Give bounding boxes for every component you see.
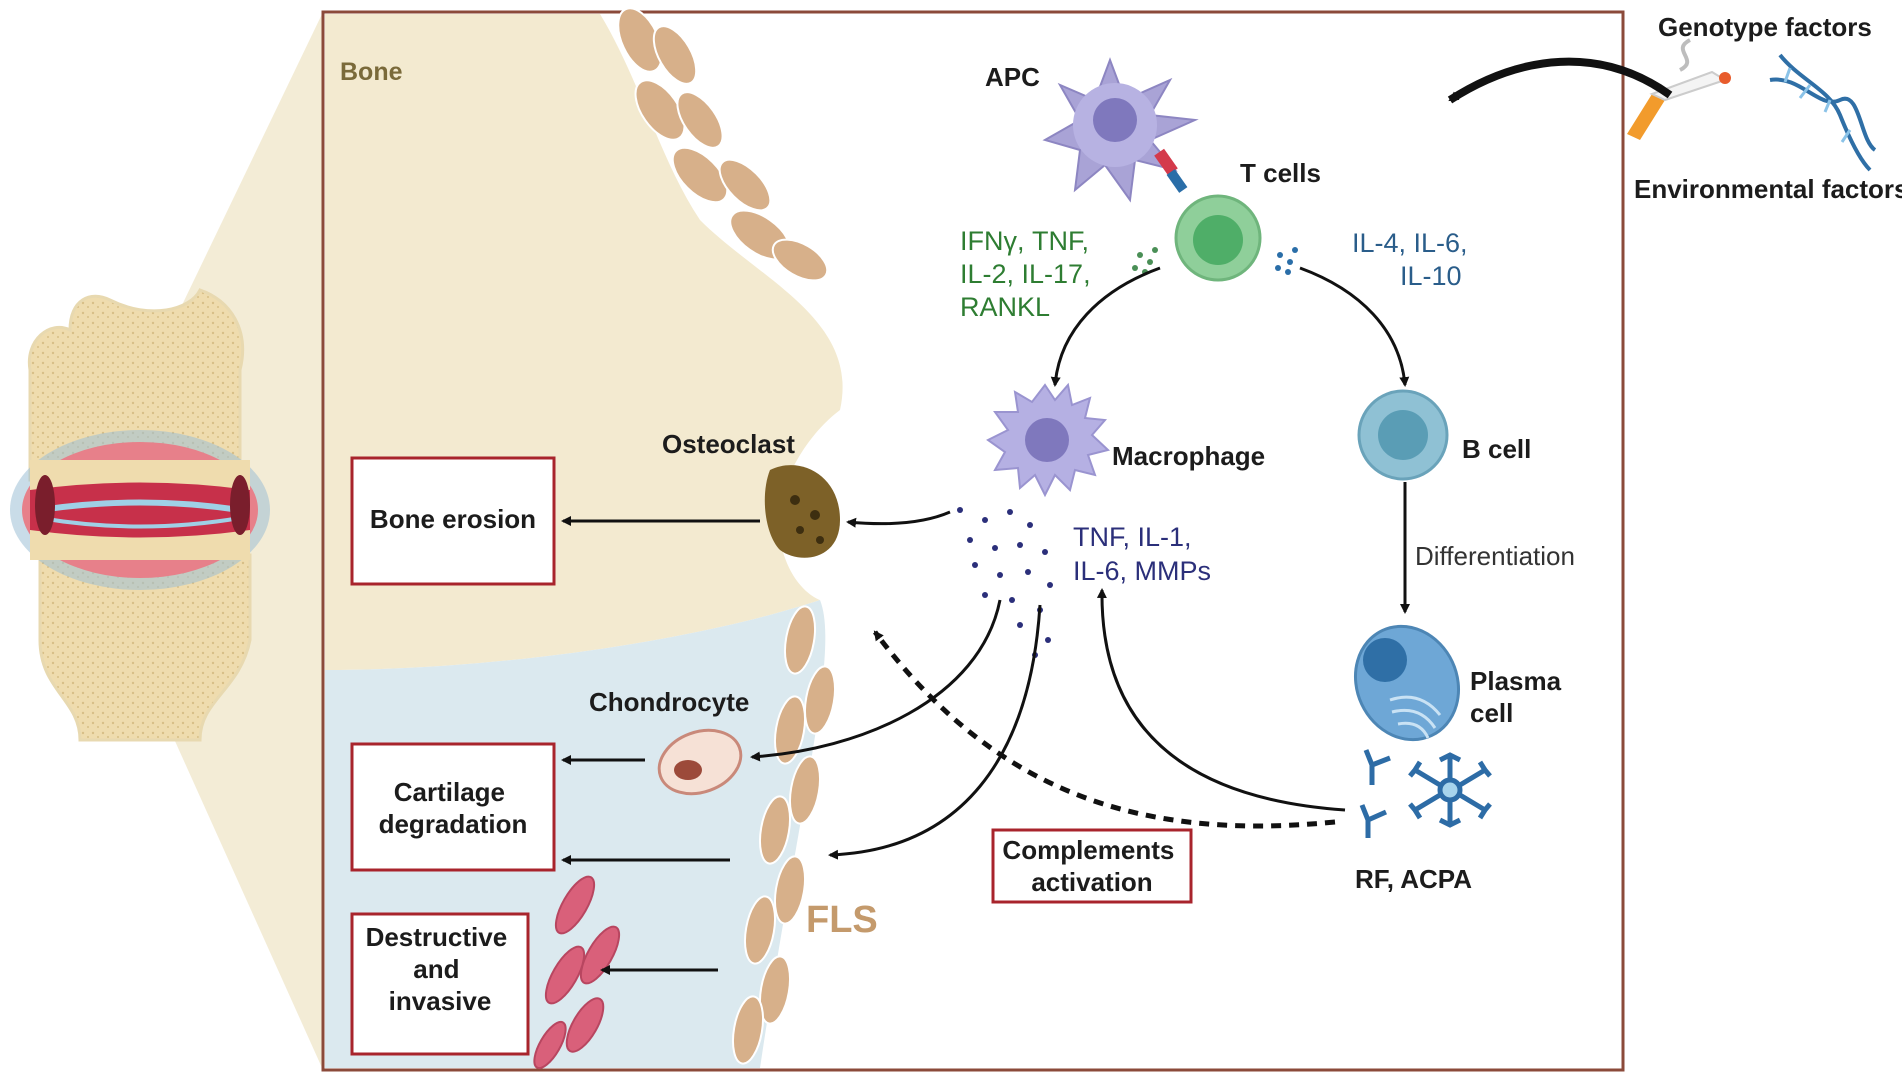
tcell-to-macrophage-arrow [1050, 266, 1161, 387]
th1-cytokines-label: IFNγ, TNF, IL-2, IL-17, RANKL [960, 226, 1098, 322]
cartilage-degradation-box: Cartilage degradation [350, 742, 556, 872]
macrophage-to-osteoclast-arrow [846, 510, 951, 528]
invasive-fibroblasts [533, 875, 621, 1070]
apc-label: APC [985, 62, 1040, 92]
antibodies [1359, 749, 1492, 838]
cigarette-icon [1627, 38, 1731, 140]
macrophage-label: Macrophage [1112, 441, 1265, 471]
t-cell-secretion-dots-right [1275, 247, 1298, 275]
plasma-cell [1353, 624, 1461, 742]
antibodies-to-macrophage-arrow [1096, 588, 1346, 812]
macrophage-to-fls-arrow [828, 604, 1042, 860]
svg-text:Destructive and in: Destructive and invasive [366, 922, 515, 1016]
svg-text:Cartilage degradation: Cartilage degradation [379, 777, 528, 839]
svg-text:Complements activation: Complements activation [1002, 835, 1181, 897]
bone-label: Bone [340, 58, 403, 86]
t-cells-label: T cells [1240, 158, 1321, 188]
chondrocyte [657, 728, 743, 796]
macrophage-to-chondrocyte-arrow [750, 599, 1002, 762]
rf-acpa-label: RF, ACPA [1355, 864, 1472, 894]
knee-joint-illustration [10, 288, 270, 742]
macrophage-cytokine-dots [957, 507, 1053, 658]
fls-label: FLS [806, 899, 878, 941]
complements-activation-box: Complements activation [991, 828, 1193, 904]
macrophage-cell [986, 382, 1111, 498]
fls-cells-bottom [732, 605, 836, 1065]
svg-text:Bone erosion: Bone erosion [370, 504, 536, 534]
destructive-invasive-box: Destructive and invasive [350, 912, 530, 1056]
b-cell-label: B cell [1462, 434, 1531, 464]
t-cell [1174, 194, 1262, 282]
plasma-cell-label: Plasma cell [1470, 666, 1568, 728]
macrophage-cytokines-label: TNF, IL-1, IL-6, MMPs [1073, 522, 1211, 586]
osteoclast [764, 465, 840, 558]
bone-erosion-box: Bone erosion [350, 456, 556, 586]
complements-to-fls-dashed-arrow [872, 630, 1336, 829]
t-cell-secretion-dots [1132, 247, 1158, 275]
fls-cells-top [617, 7, 829, 282]
environment-to-apc-arrow [1447, 57, 1673, 104]
apc-cell [1042, 57, 1199, 203]
genotype-factors-label: Genotype factors [1658, 12, 1872, 42]
osteoclast-label: Osteoclast [662, 429, 795, 459]
arrows [561, 57, 1673, 975]
tcell-to-bcell-arrow [1299, 266, 1410, 387]
b-cell [1357, 389, 1449, 481]
environmental-factors-label: Environmental factors [1634, 174, 1902, 204]
th2-cytokines-label: IL-4, IL-6, IL-10 [1352, 228, 1475, 291]
chondrocyte-label: Chondrocyte [589, 687, 749, 717]
differentiation-label: Differentiation [1415, 541, 1575, 571]
dna-icon [1769, 53, 1877, 172]
